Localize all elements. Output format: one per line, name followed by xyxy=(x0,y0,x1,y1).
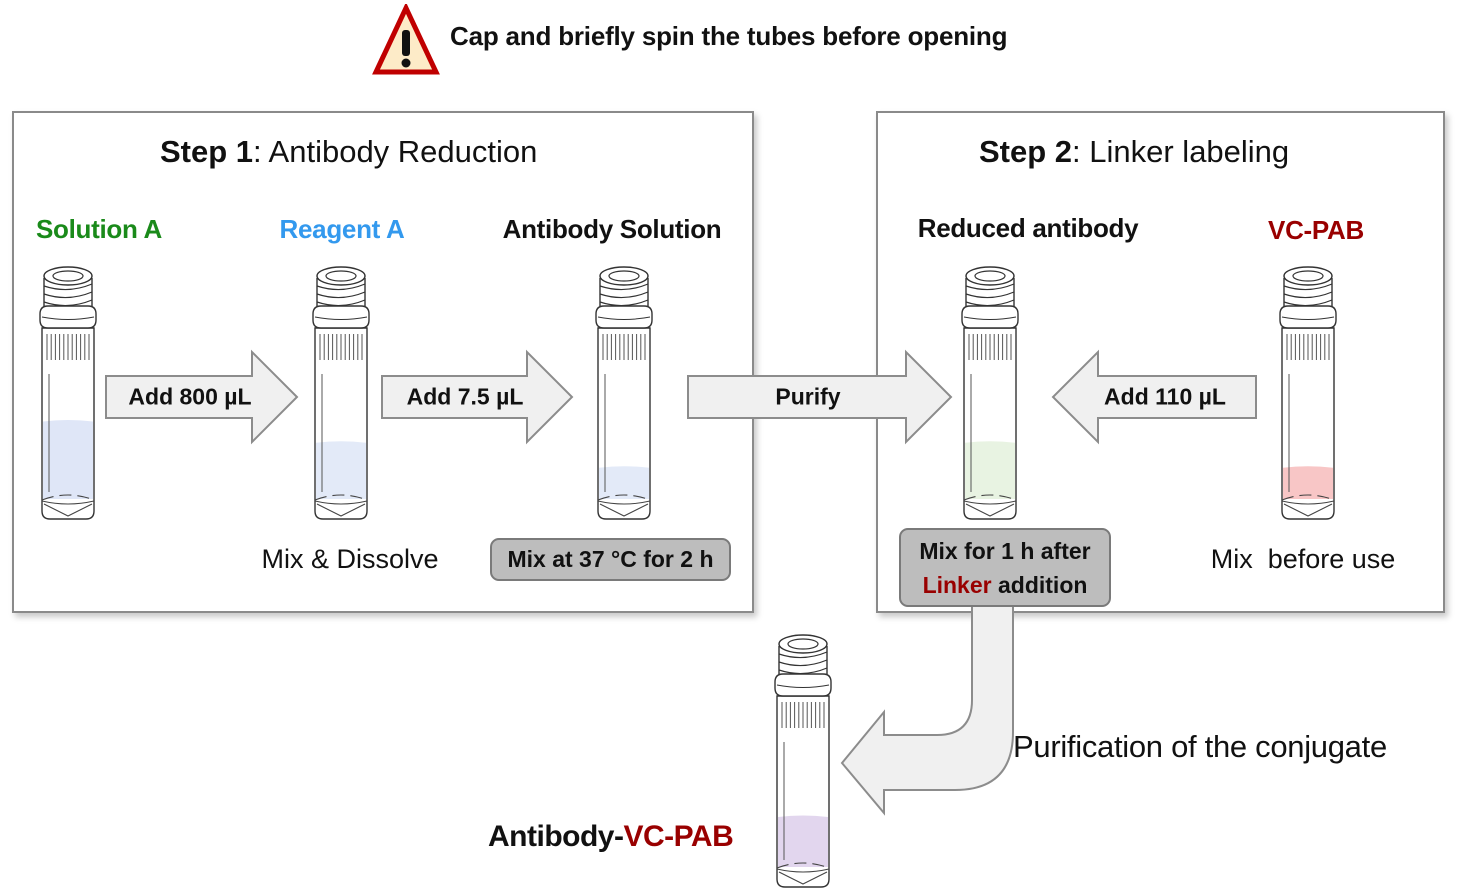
product-label: Antibody-VC-PAB xyxy=(488,820,734,854)
note-incubate-text: Mix at 37 °C for 2 h xyxy=(507,546,714,572)
arrow-add-800-label: Add 800 µL xyxy=(128,383,252,410)
warning-text: Cap and briefly spin the tubes before op… xyxy=(450,21,1008,51)
arrow-add-110 xyxy=(1051,349,1257,445)
tube-cap-icon xyxy=(1279,266,1337,329)
tube-liquid xyxy=(965,441,1015,499)
step1-title-bold: Step 1 xyxy=(160,134,254,169)
arrow-add-7-5 xyxy=(381,349,574,445)
note-mix-before-use: Mix before use xyxy=(1210,544,1396,574)
tube-cap-icon xyxy=(595,266,653,329)
tube-vc-pab xyxy=(1279,266,1337,520)
tube-reduced-antibody xyxy=(961,266,1019,520)
arrow-add-7-5-label: Add 7.5 µL xyxy=(406,383,524,410)
arrow-purify xyxy=(687,349,953,445)
tube-antibody-solution xyxy=(595,266,653,520)
arrow-purification-curved xyxy=(840,606,1014,816)
arrow-purify-label: Purify xyxy=(775,383,841,410)
note-mix-line2-linker: Linker xyxy=(922,572,992,598)
tube-label-reagent-a: Reagent A xyxy=(279,214,405,244)
step2-title-bold: Step 2 xyxy=(979,134,1073,169)
tube-reagent-a xyxy=(312,266,370,520)
tube-label-reduced-antibody: Reduced antibody xyxy=(917,213,1139,243)
tube-cap-icon xyxy=(774,634,832,697)
arrow-add-110-label: Add 110 µL xyxy=(1104,383,1226,410)
tube-liquid xyxy=(1283,466,1333,499)
note-mix-line2-rest: addition xyxy=(991,572,1088,598)
tube-cap-icon xyxy=(312,266,370,329)
warning-triangle-icon xyxy=(372,4,440,75)
tube-liquid xyxy=(599,466,649,499)
tube-label-vc-pab: VC-PAB xyxy=(1268,215,1364,245)
note-mix-dissolve: Mix & Dissolve xyxy=(261,544,439,574)
note-mix-line1: Mix for 1 h after xyxy=(919,538,1091,564)
tube-cap-icon xyxy=(39,266,97,329)
tube-liquid xyxy=(43,420,93,499)
step2-title: Step 2: Linker labeling xyxy=(979,134,1289,170)
tube-liquid xyxy=(316,441,366,499)
arrow-add-800 xyxy=(105,349,299,445)
note-mix-linker-badge: Mix for 1 h after Linker addition xyxy=(899,528,1111,607)
step2-title-rest: : Linker labeling xyxy=(1072,134,1290,169)
purification-text: Purification of the conjugate xyxy=(1013,729,1387,764)
tube-label-solution-a: Solution A xyxy=(35,214,163,244)
product-label-black: Antibody- xyxy=(488,820,624,853)
step1-title: Step 1: Antibody Reduction xyxy=(160,134,537,170)
tube-liquid xyxy=(778,815,828,867)
tube-label-antibody-solution: Antibody Solution xyxy=(502,214,722,244)
step1-title-rest: : Antibody Reduction xyxy=(253,134,538,169)
tube-solution-a xyxy=(39,266,97,520)
note-incubate-badge: Mix at 37 °C for 2 h xyxy=(490,538,731,581)
tube-cap-icon xyxy=(961,266,1019,329)
tube-antibody-vc-pab xyxy=(774,634,832,888)
note-mix-line2: Linker addition xyxy=(901,568,1109,602)
product-label-red: VC-PAB xyxy=(623,820,734,853)
